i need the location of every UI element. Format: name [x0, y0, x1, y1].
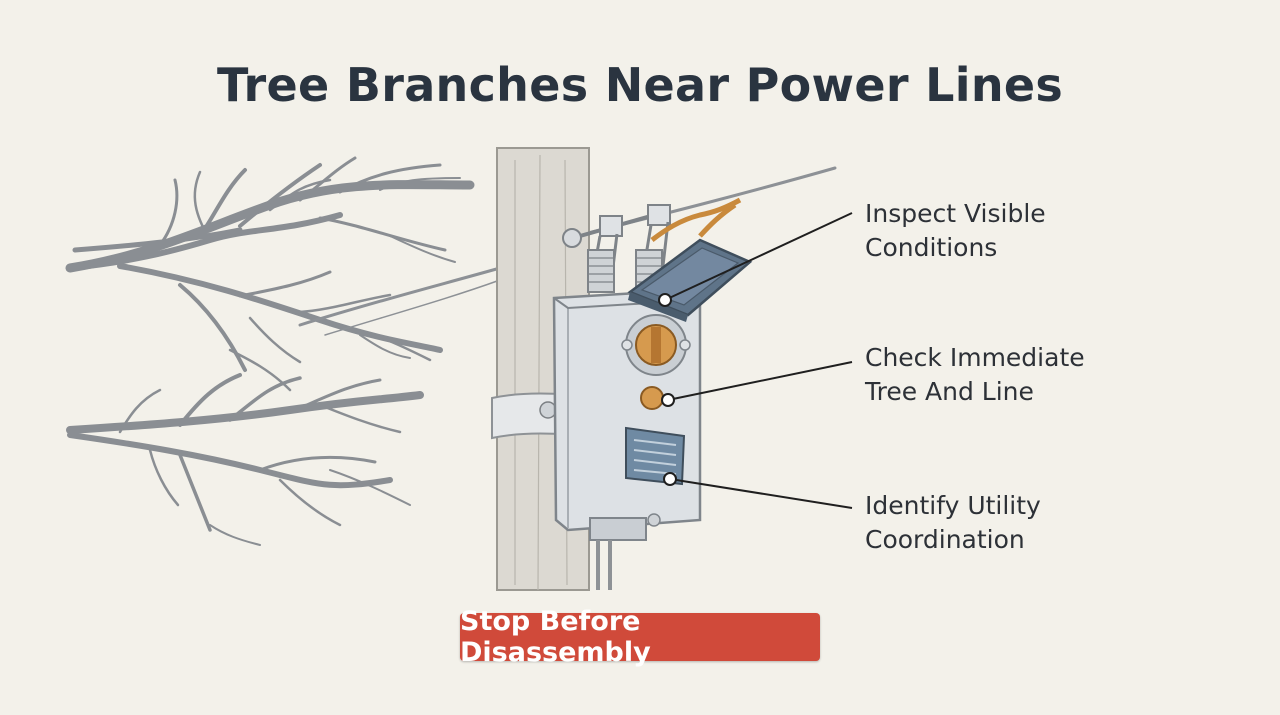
page-title: Tree Branches Near Power Lines — [216, 58, 1064, 112]
callout-line: Conditions — [865, 233, 998, 262]
callout-check-immediate-tree-and-line: Check Immediate Tree And Line — [865, 341, 1085, 409]
meter-knob — [640, 386, 664, 410]
callout-dots — [658, 293, 677, 486]
callout-line: Inspect Visible — [865, 199, 1046, 228]
callout-line: Tree And Line — [865, 377, 1034, 406]
stop-warning-banner: Stop Before Disassembly — [460, 606, 820, 668]
leader-inspect — [664, 212, 853, 301]
callout-line: Check Immediate — [865, 343, 1085, 372]
nameplate — [625, 426, 686, 486]
line-clamp-hardware — [562, 197, 742, 293]
tree-branches-upper — [65, 156, 475, 392]
dot-inspect — [658, 293, 672, 307]
callout-identify-utility-coordination: Identify Utility Coordination — [865, 489, 1041, 557]
leader-identify — [669, 478, 853, 509]
callout-leaders — [664, 212, 853, 509]
callout-inspect-visible-conditions: Inspect Visible Conditions — [865, 197, 1046, 265]
leader-check — [667, 361, 853, 401]
callout-line: Identify Utility — [865, 491, 1041, 520]
tree-branches-lower — [66, 373, 424, 546]
dot-identify — [663, 472, 677, 486]
callout-line: Coordination — [865, 525, 1025, 554]
dot-check — [661, 393, 675, 407]
